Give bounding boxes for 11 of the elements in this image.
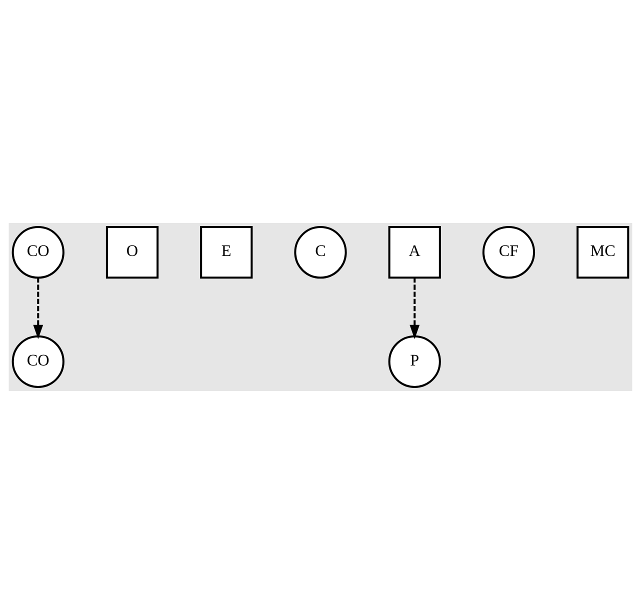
node-circle: CO [12, 335, 64, 388]
node-circle: P [388, 335, 441, 388]
node-box: MC [576, 226, 630, 279]
node-circle: CO [12, 226, 64, 279]
node-circle: CF [482, 226, 536, 279]
node-box: O [106, 226, 159, 279]
arrow [410, 278, 420, 340]
node-circle: C [294, 226, 347, 279]
node-box: E [200, 226, 253, 279]
node-box: A [388, 226, 441, 279]
arrow [33, 278, 44, 340]
